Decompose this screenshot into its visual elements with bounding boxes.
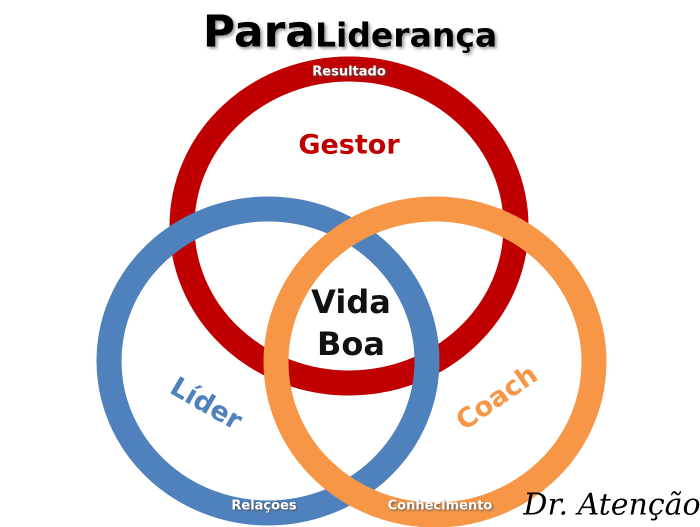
label-relacoes: Relações	[231, 498, 297, 514]
title-part1: Para	[202, 6, 315, 58]
ring-coach	[263, 196, 607, 527]
ring-lider	[96, 196, 440, 526]
gestor-label: Gestor	[298, 129, 400, 161]
label-resultado: Resultado	[312, 64, 386, 80]
center-line1: Vida	[311, 283, 391, 321]
center-line2: Boa	[317, 325, 385, 363]
signature: Dr. Atenção	[523, 487, 700, 523]
label-conhecimento: Conhecimento	[387, 498, 493, 514]
page-title: ParaLiderança	[203, 7, 497, 58]
title-part2: Liderança	[314, 15, 498, 55]
